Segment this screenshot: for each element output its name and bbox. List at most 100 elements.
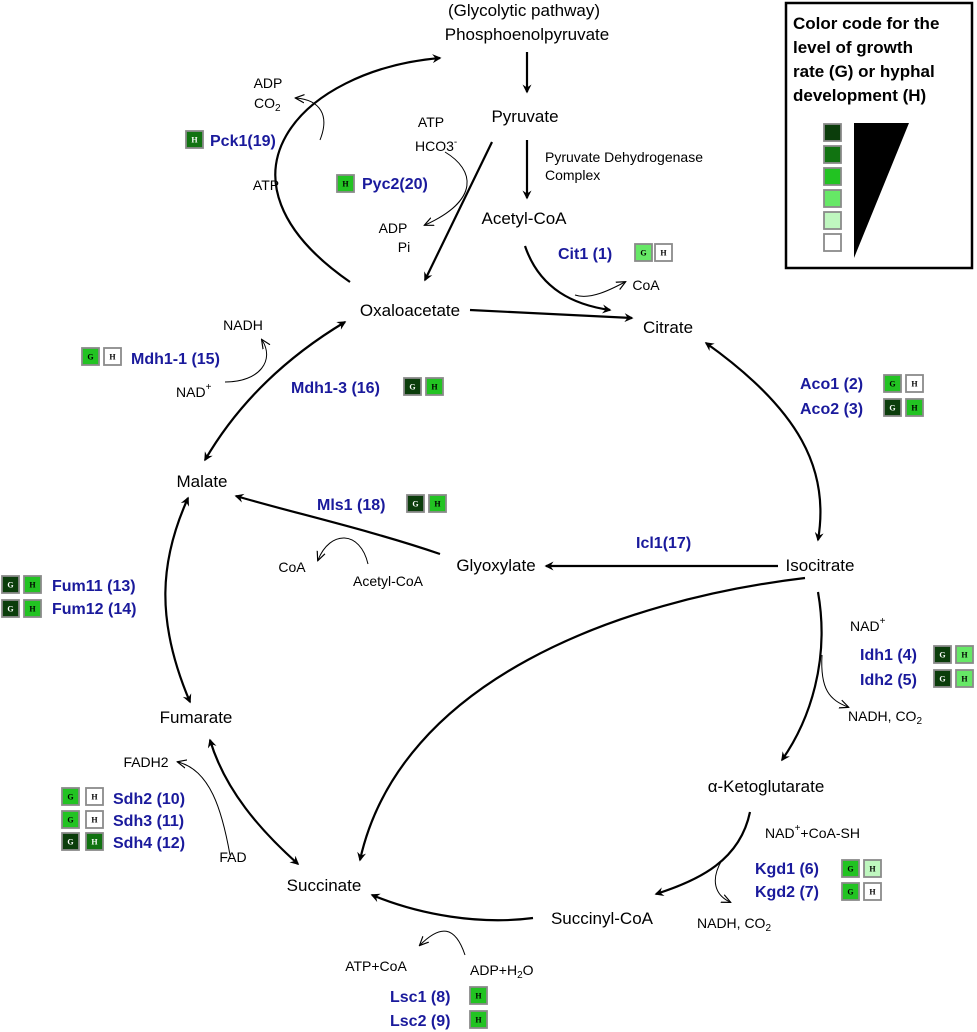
- svg-text:H: H: [29, 605, 36, 614]
- svg-text:G: G: [939, 675, 945, 684]
- enzyme-cit1: Cit1 (1): [558, 246, 612, 263]
- label-nadh-co2-2: NADH, CO2: [697, 915, 771, 934]
- svg-text:G: G: [67, 793, 73, 802]
- enzyme-pyc2: Pyc2(20): [362, 176, 428, 193]
- label-atp-coa: ATP+CoA: [345, 958, 407, 974]
- svg-text:H: H: [475, 992, 482, 1001]
- arrow-pyruvate-oxaloacetate: [424, 141, 493, 282]
- label-coa-2: CoA: [278, 559, 306, 575]
- label-nad-1: NAD+: [176, 382, 212, 400]
- badge-mls1-g: G: [406, 494, 425, 513]
- label-nadh-1: NADH: [223, 317, 263, 333]
- label-phosphoenolpyruvate: Phosphoenolpyruvate: [445, 25, 609, 44]
- svg-text:G: G: [889, 380, 895, 389]
- label-atp-1: ATP: [253, 177, 279, 193]
- svg-text:G: G: [7, 581, 13, 590]
- enzyme-idh1: Idh1 (4): [860, 647, 917, 664]
- label-hco3: HCO3-: [415, 137, 457, 154]
- legend-swatch: [823, 189, 842, 208]
- svg-text:G: G: [640, 249, 646, 258]
- label-nad-2: NAD+: [850, 616, 886, 634]
- legend-swatch: [823, 211, 842, 230]
- svg-text:H: H: [911, 404, 918, 413]
- enzyme-mdh1-3: Mdh1-3 (16): [291, 380, 380, 397]
- svg-text:G: G: [889, 404, 895, 413]
- svg-text:G: G: [87, 353, 93, 362]
- badge-aco2-h: H: [905, 398, 924, 417]
- badge-fum12-g: G: [1, 599, 20, 618]
- badge-idh2-h: H: [955, 669, 974, 688]
- label-acetyl-coa: Acetyl-CoA: [481, 209, 567, 228]
- svg-text:G: G: [412, 500, 418, 509]
- enzyme-lsc2: Lsc2 (9): [390, 1013, 450, 1030]
- badge-mdh1-1-g: G: [81, 347, 100, 366]
- svg-text:H: H: [342, 180, 349, 189]
- arrow-oxaloacetate-pep: [274, 54, 442, 283]
- svg-text:H: H: [660, 249, 667, 258]
- svg-text:H: H: [431, 383, 438, 392]
- badge-sdh3-h: H: [85, 810, 104, 829]
- svg-text:G: G: [7, 605, 13, 614]
- badge-idh1-g: G: [933, 645, 952, 664]
- enzyme-kgd1: Kgd1 (6): [755, 861, 819, 878]
- label-citrate: Citrate: [643, 318, 693, 337]
- enzyme-mls1: Mls1 (18): [317, 497, 385, 514]
- arrow-oxaloacetate-citrate: [469, 308, 634, 323]
- badge-sdh4-g: G: [61, 832, 80, 851]
- label-coa-1: CoA: [632, 277, 660, 293]
- badge-pyc2-h: H: [336, 174, 355, 193]
- label-glycolytic-pathway: (Glycolytic pathway): [448, 1, 600, 20]
- arrow-isocitrate-succinate: [357, 576, 806, 862]
- legend-swatch: [823, 167, 842, 186]
- badge-mls1-h: H: [428, 494, 447, 513]
- badge-mdh1-3-g: G: [403, 377, 422, 396]
- cofactors: ADP CO2 ATP ATP HCO3- ADP Pi Pyruvate De…: [123, 75, 922, 981]
- legend-swatch: [823, 233, 842, 252]
- legend-title-line2: level of growth: [793, 38, 913, 57]
- svg-text:G: G: [67, 816, 73, 825]
- badge-aco1-g: G: [883, 374, 902, 393]
- enzyme-icl1: Icl1(17): [636, 535, 691, 552]
- label-adp-h2o: ADP+H2O: [470, 962, 534, 981]
- enzyme-fum12: Fum12 (14): [52, 601, 136, 618]
- badge-pck1-h: H: [185, 130, 204, 149]
- label-atp-2: ATP: [418, 114, 444, 130]
- badge-fum11-h: H: [23, 575, 42, 594]
- svg-text:H: H: [869, 865, 876, 874]
- label-pi: Pi: [398, 239, 410, 255]
- badge-cit1-g: G: [634, 243, 653, 262]
- arrow-malate-oxaloacetate: [204, 321, 347, 462]
- badge-lsc2-h: H: [469, 1010, 488, 1029]
- badge-aco1-h: H: [905, 374, 924, 393]
- label-nadh-co2-1: NADH, CO2: [848, 708, 922, 727]
- legend-swatch: [823, 145, 842, 164]
- svg-text:G: G: [939, 651, 945, 660]
- label-acetyl-coa-2: Acetyl-CoA: [353, 573, 424, 589]
- svg-text:G: G: [847, 888, 853, 897]
- arrow-citrate-isocitrate: [704, 342, 824, 542]
- svg-text:H: H: [475, 1016, 482, 1025]
- svg-text:G: G: [67, 838, 73, 847]
- legend-title-line1: Color code for the: [793, 14, 939, 33]
- badge-sdh2-h: H: [85, 787, 104, 806]
- enzyme-sdh4: Sdh4 (12): [113, 835, 185, 852]
- enzyme-lsc1: Lsc1 (8): [390, 989, 450, 1006]
- enzymes: Pck1(19) Pyc2(20) Cit1 (1) Mdh1-1 (15) M…: [52, 133, 917, 1030]
- badge-sdh2-g: G: [61, 787, 80, 806]
- svg-text:H: H: [109, 353, 116, 362]
- svg-text:H: H: [91, 816, 98, 825]
- arrow-akg-succinylcoa: [654, 811, 752, 897]
- label-isocitrate: Isocitrate: [786, 556, 855, 575]
- label-adp-1: ADP: [254, 75, 283, 91]
- legend-swatches: [823, 123, 842, 252]
- enzyme-sdh2: Sdh2 (10): [113, 791, 185, 808]
- label-pdh-line2: Complex: [545, 167, 600, 183]
- legend-title-line4: development (H): [793, 86, 926, 105]
- label-fumarate: Fumarate: [160, 708, 233, 727]
- badge-kgd2-g: G: [841, 882, 860, 901]
- arrow-acetylcoa-citrate: [523, 245, 612, 314]
- metabolites: (Glycolytic pathway) Phosphoenolpyruvate…: [160, 1, 855, 928]
- badge-kgd2-h: H: [863, 882, 882, 901]
- legend-title-line3: rate (G) or hyphal: [793, 62, 935, 81]
